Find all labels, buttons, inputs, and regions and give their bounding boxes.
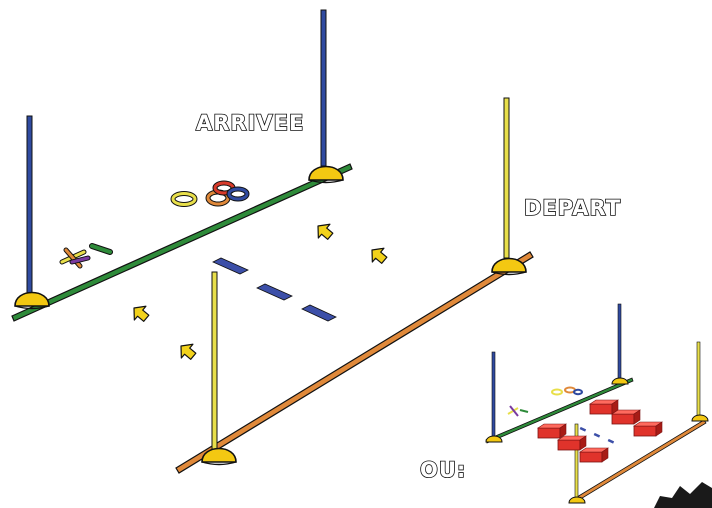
pole-icon bbox=[320, 9, 327, 167]
start-line bbox=[175, 251, 534, 474]
hurdle-block-icon bbox=[557, 435, 587, 451]
stick-icon bbox=[59, 243, 113, 269]
hurdle-block-icon bbox=[579, 447, 609, 463]
hurdle-block-icon bbox=[589, 399, 619, 415]
cone-base-icon bbox=[14, 291, 50, 310]
finish-line bbox=[11, 163, 353, 322]
finish-label: ARRIVEE bbox=[195, 110, 305, 136]
corner-decoration bbox=[654, 482, 712, 508]
ring-icon bbox=[226, 186, 250, 202]
alternative-course-inset bbox=[485, 303, 709, 504]
arrow-icon bbox=[365, 242, 391, 268]
pole-icon bbox=[211, 271, 218, 451]
arrow-icon bbox=[127, 300, 153, 326]
hurdle-block-icon bbox=[633, 421, 663, 437]
hurdle-block-icon bbox=[537, 423, 567, 439]
floor-marker-icon bbox=[212, 257, 337, 322]
pole-icon bbox=[26, 115, 33, 297]
ring-icon bbox=[170, 191, 198, 207]
alternative-label: OU: bbox=[419, 457, 467, 483]
pole-icon bbox=[503, 97, 510, 259]
arrow-icon bbox=[174, 338, 200, 364]
arrow-icon bbox=[311, 218, 337, 244]
hurdle-block-icon bbox=[611, 409, 641, 425]
start-label: DEPART bbox=[523, 195, 622, 221]
